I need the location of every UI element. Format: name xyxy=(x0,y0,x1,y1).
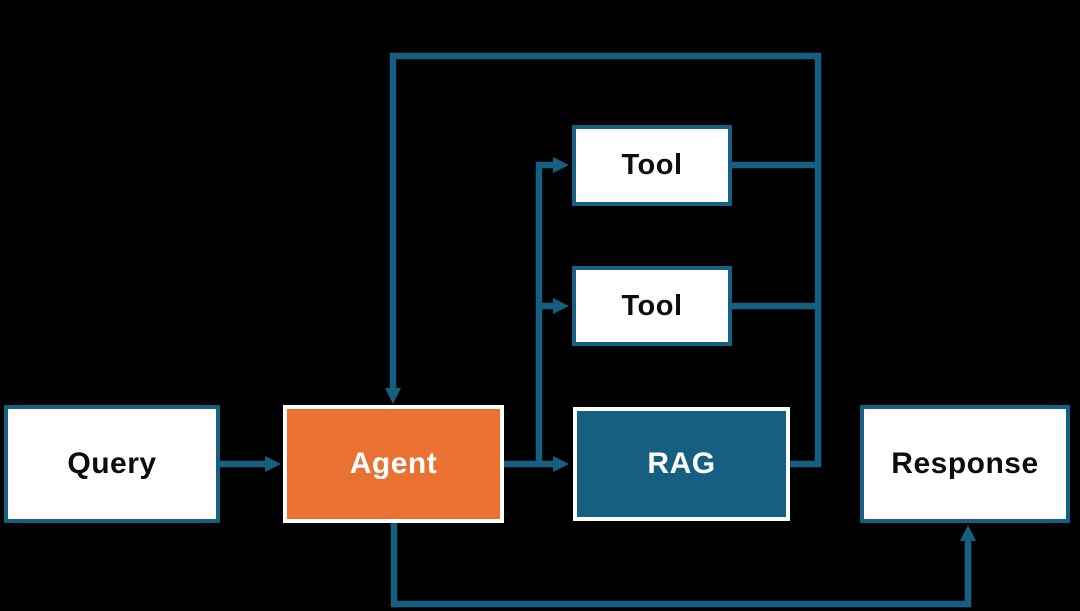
arrowhead-into-agent-top xyxy=(385,388,401,404)
arrowhead-into-response xyxy=(960,525,976,541)
node-tool-bottom-label: Tool xyxy=(621,289,683,322)
node-tool-bottom: Tool xyxy=(572,266,732,346)
node-response: Response xyxy=(860,405,1070,523)
node-rag-label: RAG xyxy=(647,447,716,480)
node-query: Query xyxy=(4,405,220,523)
node-rag: RAG xyxy=(573,407,790,521)
arrowhead-into-rag xyxy=(553,456,569,472)
node-agent-label: Agent xyxy=(349,447,438,480)
arrowhead-into-tool-bottom xyxy=(553,298,569,314)
edge-top-feedback-loop xyxy=(389,52,822,468)
node-tool-top-label: Tool xyxy=(621,149,683,181)
arrowhead-into-tool-top xyxy=(553,157,569,173)
edge-bottom-loop-to-response xyxy=(390,523,972,608)
node-tool-top: Tool xyxy=(572,125,732,206)
arrowhead-into-agent-left xyxy=(265,456,281,472)
node-query-label: Query xyxy=(67,447,157,480)
node-response-label: Response xyxy=(891,447,1039,480)
node-agent: Agent xyxy=(283,405,504,523)
edge-branch-vertical-to-tools xyxy=(535,161,553,467)
